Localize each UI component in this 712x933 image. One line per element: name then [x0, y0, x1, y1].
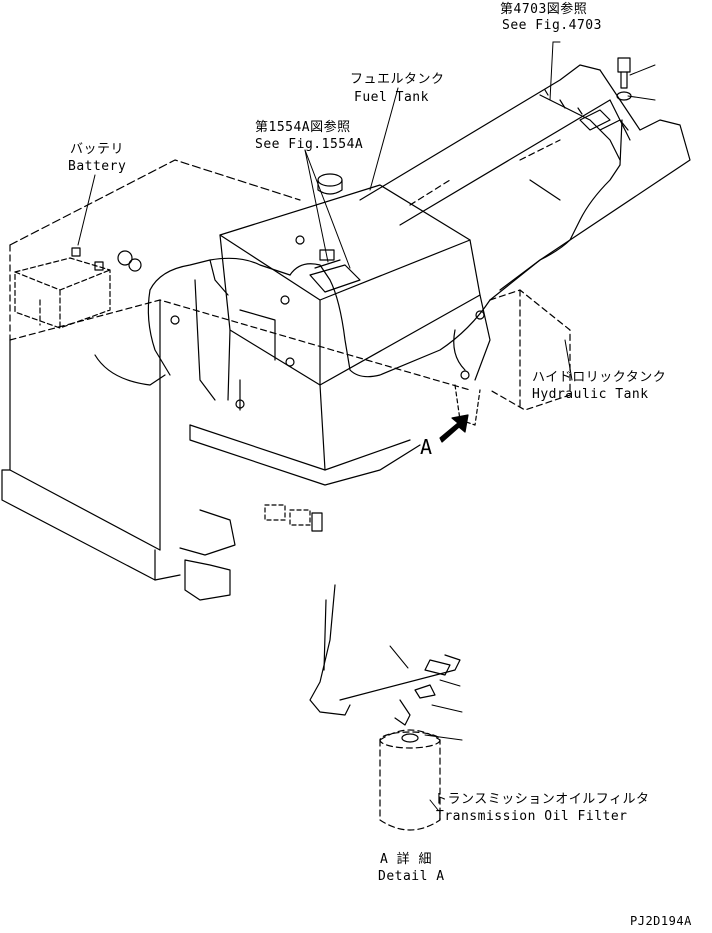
fuel-tank-label-en: Fuel Tank [354, 90, 429, 105]
view-a-arrow [439, 414, 469, 443]
ref-1554a-label-en: See Fig.1554A [255, 137, 364, 152]
battery-box [1, 159, 471, 601]
detail-a-label-en: Detail A [378, 869, 445, 884]
filter-label-jp: トランスミッションオイルフィルタ [434, 792, 650, 807]
drawing-code: PJ2D194A [630, 914, 692, 928]
view-a-marker: A [420, 435, 433, 459]
battery-label-jp: バッテリ [70, 142, 125, 157]
hydraulic-tank [454, 289, 571, 426]
detail-a-label-jp: A 詳 細 [380, 852, 432, 867]
ref-4703-label-en: See Fig.4703 [502, 18, 602, 33]
wiring-harness [94, 89, 623, 411]
ref-4703-label-jp: 第4703図参照 [500, 2, 588, 17]
fuel-tank-label-jp: フュエルタンク [350, 72, 445, 87]
hydraulic-tank-label-en: Hydraulic Tank [532, 387, 649, 402]
frame-beam [359, 64, 691, 291]
hydraulic-tank-label-jp: ハイドロリックタンク [532, 370, 667, 385]
lower-parts [264, 504, 323, 532]
battery-cells [14, 247, 142, 329]
relay-block [309, 249, 361, 293]
ref-1554a-label-jp: 第1554A図参照 [255, 120, 351, 135]
leader-lines [77, 41, 656, 811]
detail-a-filter [309, 584, 461, 831]
battery-label-en: Battery [68, 159, 127, 174]
fuel-tank [189, 173, 491, 486]
bolt-part [616, 57, 632, 101]
bracket-parts [579, 109, 629, 131]
filter-label-en: Transmission Oil Filter [436, 809, 628, 824]
